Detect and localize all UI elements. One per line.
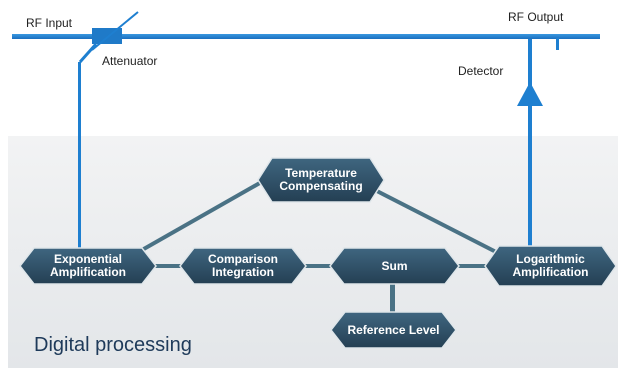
node-exponential-shape: [19, 247, 157, 285]
node-temperature: Temperature Compensating: [279, 166, 363, 193]
connector-temp-log: [374, 188, 501, 256]
connector-exp-temp: [134, 178, 266, 256]
node-reference: Reference Level: [347, 322, 440, 337]
rf-output-tap: [556, 38, 559, 50]
detector-arrow: [517, 82, 543, 106]
node-logarithmic-shape: [484, 245, 617, 287]
digital-processing-label: Digital processing: [34, 334, 192, 356]
attenuator-block: [92, 28, 122, 44]
connector-sum-ref: [390, 280, 395, 314]
node-logarithmic: Logarithmic Amplification: [512, 252, 589, 279]
attenuator-feed-line: [78, 62, 81, 252]
detector-feed-line: [528, 39, 532, 253]
node-comparison-shape: [179, 247, 307, 285]
attenuator-slash: [91, 11, 139, 51]
rf-input-label: RF Input: [26, 16, 73, 30]
node-sum: Sum: [381, 258, 408, 273]
node-sum-shape: [329, 247, 460, 285]
attenuator-label: Attenuator: [102, 54, 158, 68]
node-exponential: Exponential Amplification: [49, 252, 126, 279]
node-temperature-shape: [257, 157, 385, 203]
rf-signal-line: [12, 34, 600, 39]
digital-processing-panel: [8, 136, 618, 368]
attenuator-link: [78, 43, 98, 63]
node-comparison: Comparison Integration: [207, 252, 278, 279]
detector-label: Detector: [458, 64, 504, 78]
rf-output-label: RF Output: [508, 10, 564, 24]
node-reference-shape: [330, 311, 457, 349]
